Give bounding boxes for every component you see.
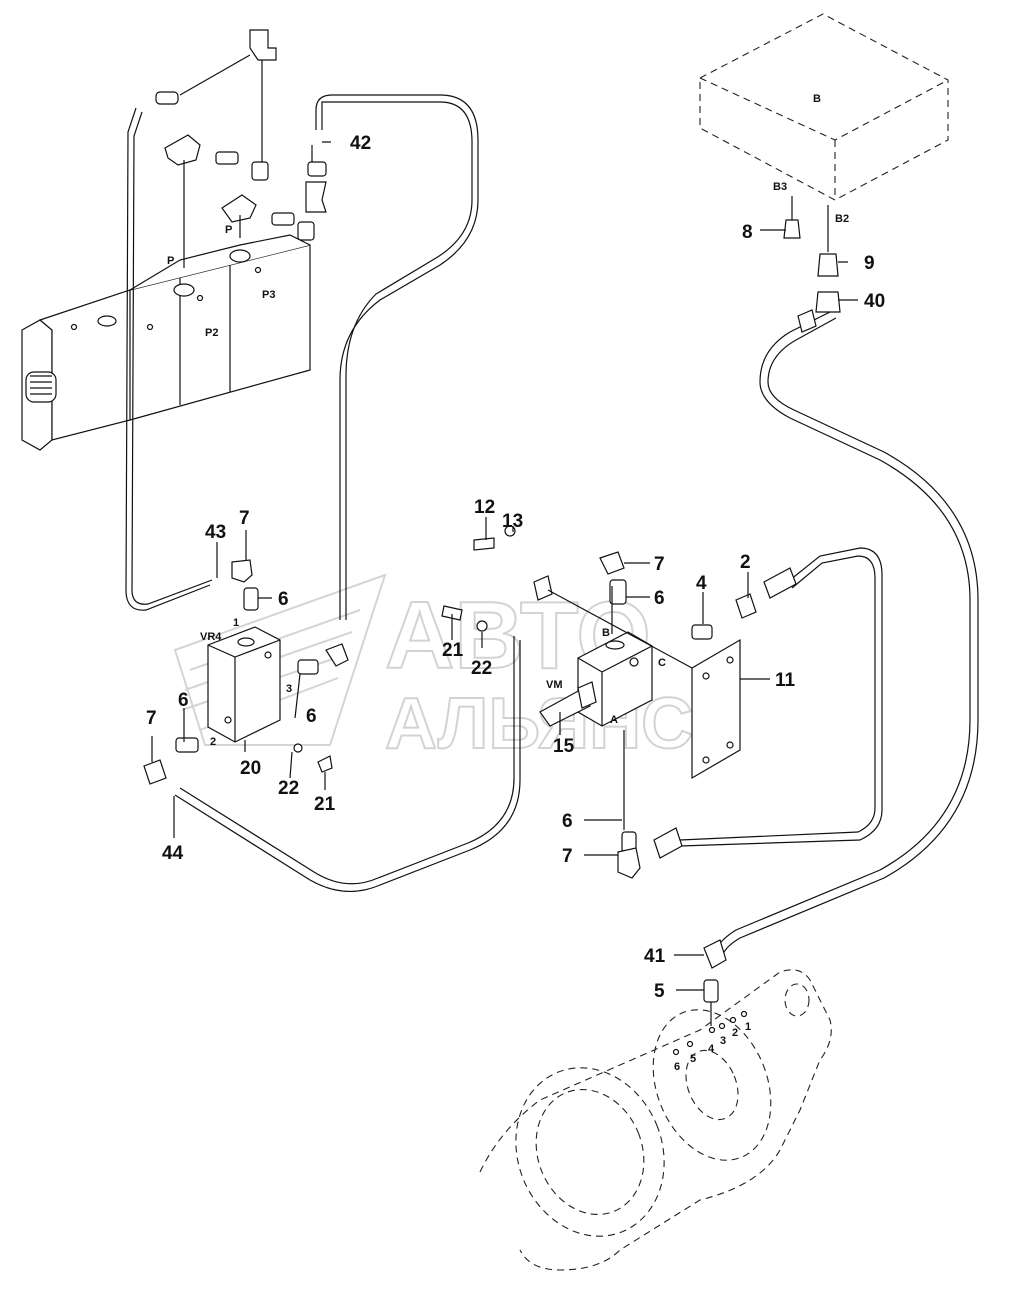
housing-port-3: 3 [720, 1035, 726, 1047]
vr4-port-1: 1 [233, 617, 239, 629]
vr4-port-2: 2 [210, 736, 216, 748]
valve-vr4: VR4 1 2 3 [143, 559, 349, 785]
pump-port-p-lower: P [167, 255, 174, 267]
reservoir-label: B [813, 93, 821, 105]
pump-section-p2: P2 [205, 327, 218, 339]
valve-vm: VM B C A [441, 309, 817, 879]
callout-21-right: 21 [442, 640, 464, 661]
callout-4: 4 [696, 573, 707, 594]
callout-22-left: 22 [278, 778, 299, 799]
housing-port-1: 1 [745, 1021, 751, 1033]
vm-port-b: B [602, 627, 610, 639]
callout-7-left-top: 7 [239, 508, 250, 529]
callouts: 42 8 9 40 43 7 6 6 7 6 20 22 21 44 12 13… [146, 133, 885, 1002]
callout-21-left: 21 [314, 794, 336, 815]
housing-port-5: 5 [690, 1053, 696, 1065]
callout-43: 43 [205, 522, 226, 543]
housing-port-6: 6 [674, 1061, 680, 1073]
hose-2 [679, 547, 883, 847]
callout-5: 5 [654, 981, 665, 1002]
pump-fittings [155, 29, 327, 268]
vr4-label: VR4 [200, 631, 222, 643]
vm-port-c: C [658, 657, 666, 669]
hose-40 [715, 311, 971, 951]
reservoir-b: B B3 B2 [699, 13, 949, 313]
hose-43 [125, 107, 211, 611]
hoses [125, 94, 979, 957]
hose-44 [174, 640, 521, 893]
leader-lines [151, 141, 858, 991]
callout-44: 44 [162, 843, 184, 864]
callout-22-right: 22 [471, 658, 492, 679]
callout-15: 15 [553, 736, 575, 757]
callout-8: 8 [742, 222, 753, 243]
port-b2-label: B2 [835, 213, 849, 225]
callout-9: 9 [864, 253, 875, 274]
callout-41: 41 [644, 946, 666, 967]
callout-7-left-bottom: 7 [146, 708, 157, 729]
callout-2: 2 [740, 552, 751, 573]
callout-42: 42 [350, 133, 371, 154]
pump-assembly: P P P2 P3 [21, 224, 311, 451]
callout-40: 40 [864, 291, 885, 312]
housing-port-4: 4 [708, 1043, 715, 1055]
vm-port-a: A [610, 714, 618, 726]
callout-13: 13 [502, 511, 523, 532]
hose-42 [315, 94, 479, 620]
vr4-port-3: 3 [286, 683, 292, 695]
housing-port-2: 2 [732, 1027, 738, 1039]
callout-6-left-bottom: 6 [178, 690, 189, 711]
callout-6-center: 6 [654, 588, 665, 609]
callout-20: 20 [240, 758, 261, 779]
transmission-housing: 1 2 3 4 5 6 [479, 939, 832, 1271]
callout-6-vr4-port3: 6 [306, 706, 317, 727]
port-b3-label: B3 [773, 181, 787, 193]
vm-label: VM [546, 679, 563, 691]
callout-6-bottom: 6 [562, 811, 573, 832]
callout-11: 11 [775, 670, 796, 691]
callout-12: 12 [474, 497, 495, 518]
callout-7-bottom: 7 [562, 846, 573, 867]
pump-port-p-upper: P [225, 224, 232, 236]
pump-section-p3: P3 [262, 289, 275, 301]
callout-6-left-top: 6 [278, 589, 289, 610]
callout-7-center: 7 [654, 554, 665, 575]
